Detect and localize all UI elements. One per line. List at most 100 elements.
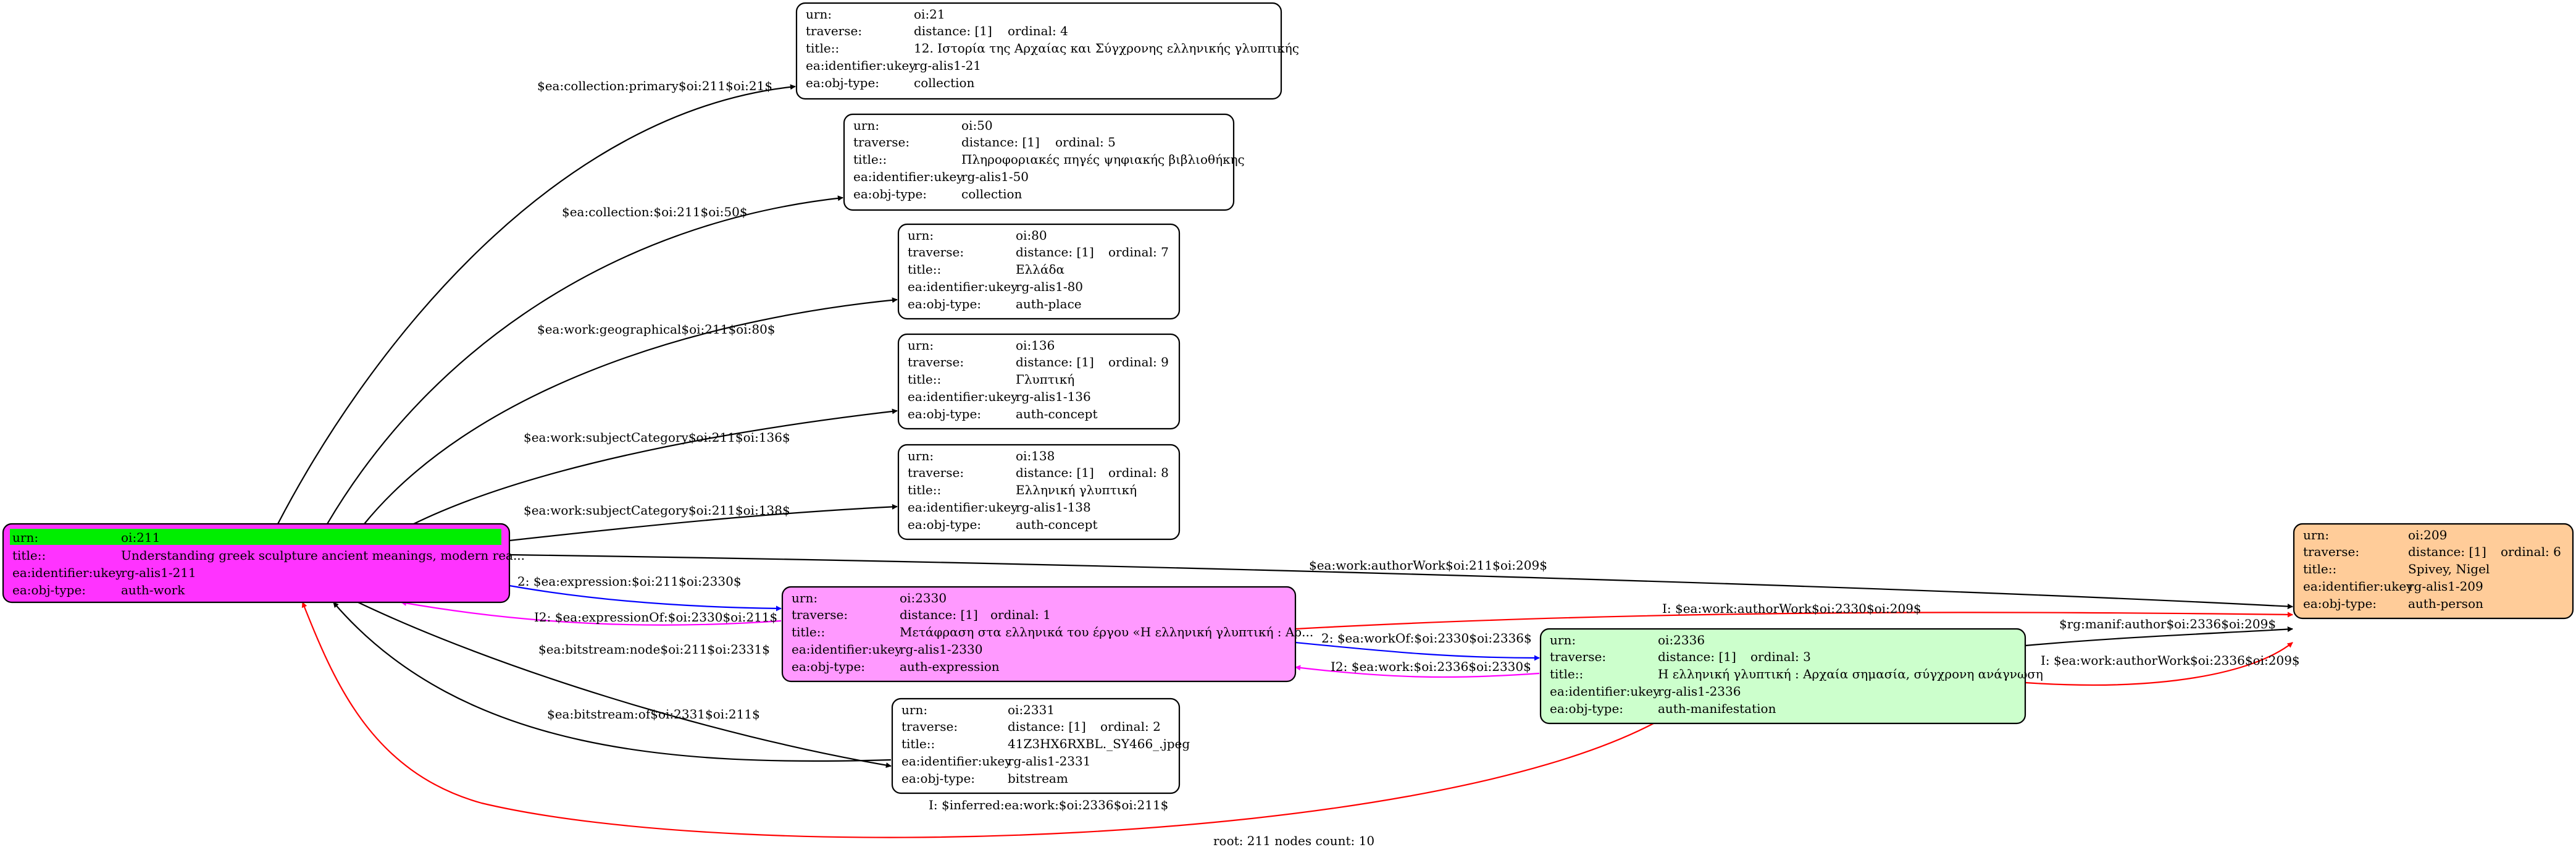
node-ukey: rg-alis1-211 — [121, 565, 196, 580]
node-ukey: rg-alis1-50 — [961, 169, 1029, 184]
edge-authorwork-2336-209[interactable] — [2025, 642, 2293, 686]
node-traverse: distance: [1] — [961, 135, 1040, 150]
edge-label: I: $ea:work:authorWork$oi:2336$oi:209$ — [2041, 653, 2300, 668]
node-ordinal: ordinal: 8 — [1108, 465, 1169, 480]
node-oi-136[interactable]: urn: oi:136 traverse: distance: [1] ordi… — [897, 333, 1181, 430]
node-ordinal: ordinal: 3 — [1750, 649, 1811, 664]
node-oi-138[interactable]: urn: oi:138 traverse: distance: [1] ordi… — [897, 444, 1181, 541]
edge-label: $ea:work:authorWork$oi:211$oi:209$ — [1309, 558, 1547, 573]
node-urn: oi:21 — [914, 7, 945, 22]
node-ukey: rg-alis1-80 — [1016, 279, 1083, 294]
node-title: Πληροφοριακές πηγές ψηφιακής βιβλιοθήκης — [961, 152, 1245, 167]
field-label-objtype: ea:obj-type: — [908, 406, 981, 421]
field-label-objtype: ea:obj-type: — [2303, 596, 2377, 611]
edge-bitstream-of[interactable] — [333, 602, 892, 762]
node-ukey: rg-alis1-136 — [1016, 389, 1091, 404]
edge-label: $ea:work:subjectCategory$oi:211$oi:136$ — [524, 430, 790, 445]
edge-label: I2: $ea:expressionOf:$oi:2330$oi:211$ — [534, 610, 777, 625]
node-title: Spivey, Nigel — [2408, 562, 2490, 576]
edge-label: I: $ea:work:authorWork$oi:2330$oi:209$ — [1662, 601, 1922, 616]
node-title: Μετάφραση στα ελληνικά του έργου «Η ελλη… — [900, 625, 1313, 639]
field-label-objtype: ea:obj-type: — [908, 517, 981, 532]
field-label-traverse: traverse: — [853, 135, 910, 150]
edge-collection[interactable] — [327, 195, 843, 524]
edge-workof-2330-2336[interactable] — [1295, 641, 1540, 661]
edge-authorwork-2330-209[interactable] — [1295, 612, 2293, 630]
field-label-ukey: ea:identifier:ukey — [806, 58, 916, 73]
edge-bitstream-node[interactable] — [358, 602, 892, 769]
field-label-traverse: traverse: — [901, 719, 958, 734]
node-objtype: auth-manifestation — [1658, 701, 1776, 716]
field-label-urn: urn: — [12, 530, 38, 545]
node-objtype: auth-person — [2408, 596, 2483, 611]
field-label-urn: urn: — [908, 338, 934, 353]
node-title: 12. Ιστορία της Αρχαίας και Σύγχρονης ελ… — [914, 41, 1299, 56]
node-objtype: collection — [961, 187, 1022, 201]
node-oi-209[interactable]: urn: oi:209 traverse: distance: [1] ordi… — [2293, 523, 2574, 620]
edge-expression[interactable] — [509, 584, 782, 612]
node-objtype: bitstream — [1008, 771, 1068, 786]
node-objtype: auth-concept — [1016, 517, 1097, 532]
edge-manif-author[interactable] — [2025, 626, 2293, 647]
node-title: Ελλάδα — [1016, 262, 1064, 277]
field-label-objtype: ea:obj-type: — [12, 583, 86, 597]
field-label-objtype: ea:obj-type: — [853, 187, 927, 201]
field-label-traverse: traverse: — [908, 355, 964, 369]
node-traverse: distance: [1] — [900, 607, 978, 622]
node-oi-211[interactable]: urn: oi:211 title:: Understanding greek … — [2, 523, 525, 604]
field-label-traverse: traverse: — [908, 465, 964, 480]
edge-work-subjectcategory-138[interactable] — [509, 503, 898, 542]
edge-label: $ea:collection:primary$oi:211$oi:21$ — [537, 78, 772, 93]
node-oi-2330[interactable]: urn: oi:2330 traverse: distance: [1] ord… — [781, 586, 1313, 683]
field-label-traverse: traverse: — [806, 23, 862, 38]
node-ordinal: ordinal: 5 — [1055, 135, 1116, 150]
edge-label: I: $inferred:ea:work:$oi:2336$oi:211$ — [929, 798, 1168, 812]
node-urn: oi:136 — [1016, 338, 1055, 353]
node-ordinal: ordinal: 7 — [1108, 245, 1169, 259]
node-traverse: distance: [1] — [1008, 719, 1086, 734]
edge-collection-primary[interactable] — [277, 84, 796, 524]
edge-work-authorwork-211-209[interactable] — [509, 554, 2293, 610]
field-label-objtype: ea:obj-type: — [901, 771, 975, 786]
edge-work-subjectcategory-136[interactable] — [413, 408, 898, 524]
field-label-urn: urn: — [908, 449, 934, 463]
edge-inferred-work[interactable] — [301, 602, 1655, 838]
node-objtype: collection — [914, 75, 975, 90]
edge-label: 2: $ea:workOf:$oi:2330$oi:2336$ — [1321, 631, 1532, 646]
node-urn: oi:2331 — [1008, 702, 1055, 717]
node-oi-50[interactable]: urn: oi:50 traverse: distance: [1] ordin… — [843, 113, 1245, 211]
node-oi-80[interactable]: urn: oi:80 traverse: distance: [1] ordin… — [897, 223, 1181, 320]
field-label-urn: urn: — [901, 702, 927, 717]
node-ordinal: ordinal: 1 — [990, 607, 1051, 622]
edge-work-geographical[interactable] — [364, 297, 898, 524]
edge-work-2336-2330[interactable] — [1295, 665, 1540, 678]
node-oi-2331[interactable]: urn: oi:2331 traverse: distance: [1] ord… — [891, 697, 1190, 794]
field-label-urn: urn: — [853, 118, 879, 133]
node-objtype: auth-place — [1016, 297, 1082, 311]
node-urn: oi:211 — [121, 530, 160, 545]
node-title: Η ελληνική γλυπτική : Αρχαία σημασία, σύ… — [1658, 667, 2043, 681]
node-traverse: distance: [1] — [1016, 245, 1094, 259]
edge-label: I2: $ea:work:$oi:2336$oi:2330$ — [1331, 659, 1531, 674]
field-label-title: title:: — [853, 152, 887, 167]
field-label-title: title:: — [12, 548, 46, 563]
edge-label: $ea:collection:$oi:211$oi:50$ — [562, 204, 748, 219]
node-objtype: auth-expression — [900, 659, 1000, 674]
field-label-traverse: traverse: — [1550, 649, 1606, 664]
field-label-ukey: ea:identifier:ukey — [901, 754, 1012, 769]
field-label-title: title:: — [908, 262, 941, 277]
field-label-title: title:: — [792, 625, 825, 639]
field-label-ukey: ea:identifier:ukey — [1550, 684, 1660, 699]
node-title: Understanding greek sculpture ancient me… — [121, 548, 525, 563]
field-label-objtype: ea:obj-type: — [806, 75, 879, 90]
node-ukey: rg-alis1-2331 — [1008, 754, 1090, 769]
node-urn: oi:138 — [1016, 449, 1055, 463]
field-label-title: title:: — [1550, 667, 1583, 681]
field-label-ukey: ea:identifier:ukey — [12, 565, 123, 580]
field-label-title: title:: — [901, 736, 935, 751]
node-oi-2336[interactable]: urn: oi:2336 traverse: distance: [1] ord… — [1539, 628, 2043, 725]
node-oi-21[interactable]: urn: oi:21 traverse: distance: [1] ordin… — [795, 2, 1299, 100]
edge-expressionof[interactable] — [401, 600, 782, 626]
node-title: 41Z3HX6RXBL._SY466_.jpeg — [1008, 736, 1190, 751]
